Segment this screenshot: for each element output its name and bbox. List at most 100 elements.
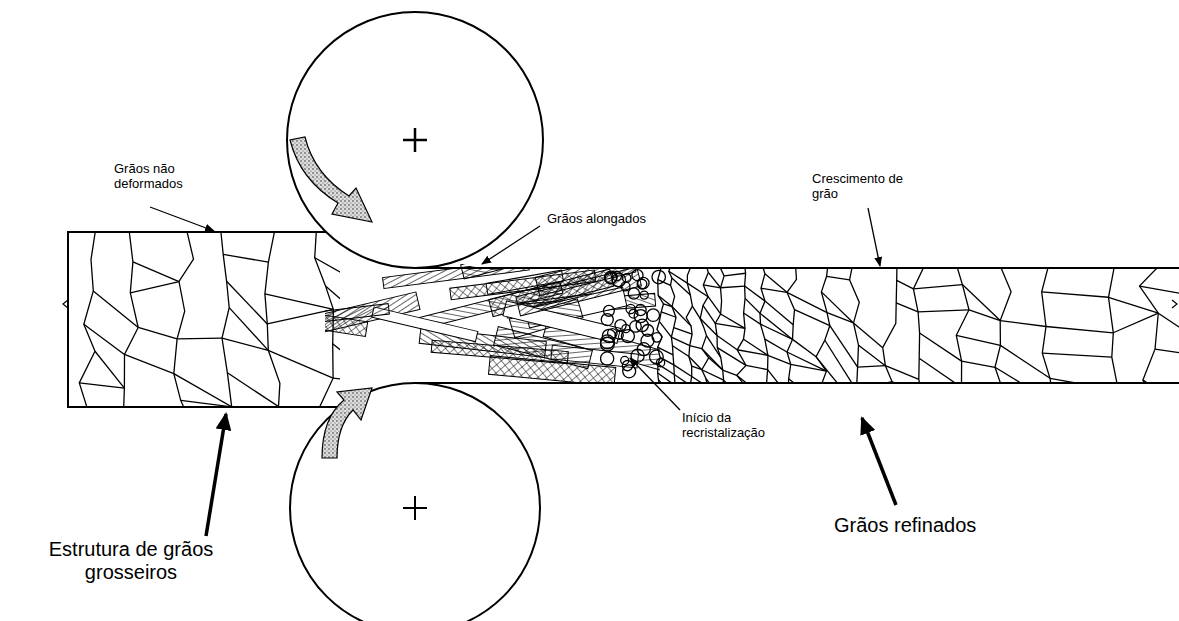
elongated-grains-label: Grãos alongados: [545, 212, 679, 227]
refined-grains-label: Grãos refinados: [832, 514, 1036, 537]
grain-boundary: [1109, 268, 1121, 383]
new-grain: [626, 304, 635, 313]
coarse-structure-label: Estrutura de grãos grosseiros: [14, 538, 248, 584]
grain-boundary: [703, 305, 715, 323]
grain-boundary: [124, 354, 173, 373]
grain-boundary: [761, 288, 787, 292]
grain-boundary: [333, 378, 340, 382]
new-grain: [601, 352, 614, 365]
new-grain: [638, 277, 649, 288]
grain-boundary: [265, 294, 334, 310]
new-grain: [641, 334, 654, 347]
grain-boundary: [787, 292, 827, 312]
grain-boundary: [79, 383, 124, 388]
recrystallization-label: Início da recristalização: [680, 411, 804, 441]
grain-boundary: [962, 361, 995, 367]
grain-boundary: [746, 365, 768, 369]
grain-boundary: [850, 268, 860, 383]
grain-boundary: [969, 310, 1000, 321]
new-grain: [621, 330, 634, 343]
grain-boundary: [791, 364, 827, 371]
new-grain: [637, 343, 650, 356]
grain-boundary: [885, 366, 918, 380]
grain-boundary: [661, 312, 676, 317]
grain-growth-label: Crescimento de grão: [810, 172, 910, 202]
grain-boundary: [1108, 297, 1158, 313]
grain-boundary: [737, 375, 769, 383]
grain-boundary: [913, 285, 962, 289]
grain-boundary: [702, 349, 723, 370]
new-grain: [635, 304, 646, 315]
undeformed-grains-label: Grãos não deformados: [112, 162, 220, 192]
grain-boundary: [1113, 313, 1158, 333]
grain-boundary: [723, 370, 737, 375]
new-grain: [647, 309, 660, 322]
grain-boundary: [227, 373, 278, 407]
grain-boundary: [674, 375, 690, 383]
grain-boundary: [920, 333, 962, 361]
grain-boundary: [760, 324, 792, 339]
grain-boundary: [709, 358, 723, 370]
grain-boundary: [744, 313, 761, 324]
new-grain: [640, 291, 648, 299]
grain-boundary: [220, 232, 231, 407]
grain-boundary: [793, 339, 817, 356]
grain-boundary: [703, 285, 720, 288]
grain-boundary: [658, 296, 672, 307]
grain-boundary: [897, 280, 914, 289]
grain-boundary: [858, 366, 886, 367]
grain-boundary: [229, 308, 268, 351]
grain-boundary: [708, 297, 721, 314]
grain-boundary: [1042, 268, 1055, 383]
elongated-grain: [431, 340, 568, 363]
grain-boundary: [918, 310, 969, 312]
grain-boundary: [1140, 268, 1162, 383]
grain-boundary: [227, 281, 268, 324]
grain-boundary: [174, 232, 195, 407]
grain-boundary: [821, 292, 853, 323]
grain-boundary: [830, 326, 858, 367]
grain-boundary: [672, 278, 690, 295]
grain-boundary: [715, 323, 745, 328]
grain-boundary: [717, 336, 737, 350]
grain-boundary: [794, 310, 829, 326]
grain-boundary: [333, 344, 340, 383]
grain-boundary: [765, 339, 787, 352]
grain-boundary: [956, 335, 1000, 345]
grain-boundary: [689, 357, 702, 370]
grain-boundary: [690, 346, 702, 349]
grain-boundary: [1155, 349, 1179, 355]
grain-boundary: [222, 338, 268, 350]
grain-boundary: [737, 350, 768, 356]
grain-boundary: [702, 370, 724, 380]
grain-boundary: [1042, 292, 1109, 297]
grain-boundary: [223, 254, 268, 262]
grain-boundary: [79, 232, 97, 407]
grain-boundary: [692, 366, 702, 369]
grain-boundary: [672, 307, 691, 327]
new-grain: [601, 314, 613, 326]
new-grain: [652, 270, 665, 283]
grain-boundary: [768, 355, 791, 364]
grain-boundary: [133, 262, 179, 282]
grain-boundary: [1000, 321, 1046, 327]
grain-boundary: [825, 340, 857, 383]
grain-boundary: [1046, 326, 1113, 332]
grain-boundary: [672, 346, 688, 357]
grain-boundary: [84, 324, 125, 354]
grain-boundary: [124, 232, 139, 407]
grain-boundary: [174, 374, 232, 407]
grain-boundary: [919, 358, 961, 383]
grain-boundary: [994, 268, 1012, 383]
grain-boundary: [816, 357, 857, 383]
new-grain: [612, 273, 626, 287]
grain-boundary: [706, 336, 720, 358]
grain-boundary: [760, 313, 793, 339]
new-grain: [605, 271, 618, 284]
grain-boundary: [827, 313, 853, 323]
grain-boundary: [768, 370, 788, 383]
grain-boundary: [1158, 313, 1179, 332]
grain-boundary: [669, 271, 688, 283]
grain-boundary: [700, 319, 717, 336]
elongated-grain: [311, 304, 390, 323]
